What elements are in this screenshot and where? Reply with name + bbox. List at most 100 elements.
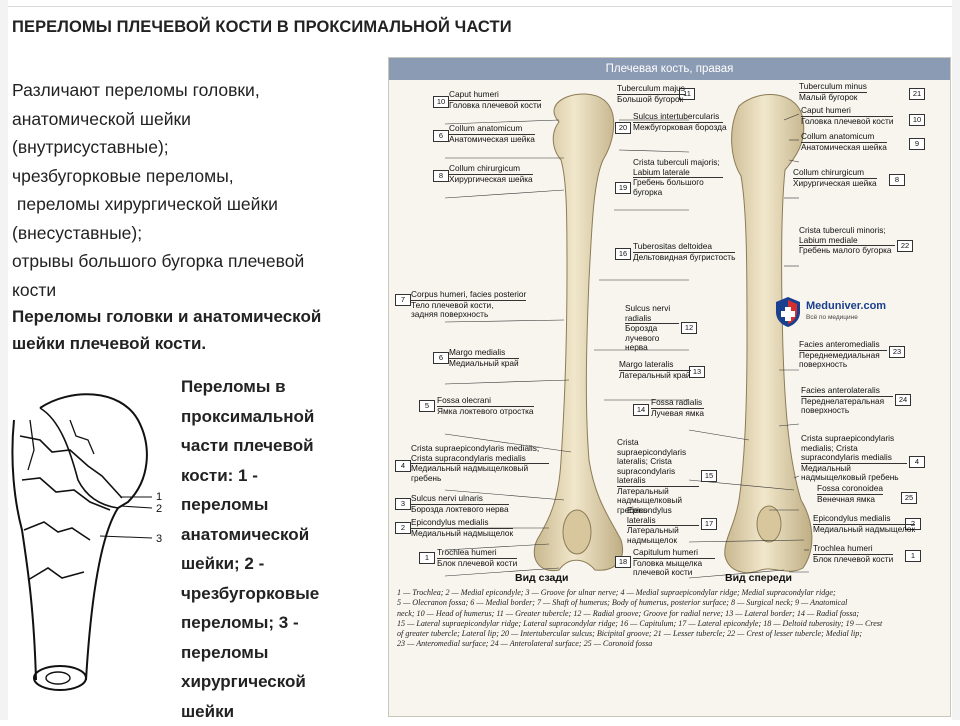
label-number: 1 xyxy=(905,550,921,562)
top-divider xyxy=(8,6,952,7)
label-number: 5 xyxy=(419,400,435,412)
caption-line: of greater tubercle; Lateral lip; 20 — I… xyxy=(397,629,945,639)
label-number: 10 xyxy=(433,96,449,108)
intro-line: чрезбугорковые переломы, xyxy=(12,162,392,191)
label-number: 25 xyxy=(901,492,917,504)
view-back-label: Вид сзади xyxy=(515,572,569,584)
humerus-posterior xyxy=(534,94,622,571)
legend-line: части плечевой xyxy=(181,431,366,461)
label-number: 22 xyxy=(897,240,913,252)
legend-line: шейки xyxy=(181,697,366,726)
sketch-label-3: 3 xyxy=(156,533,162,545)
label-number: 10 xyxy=(909,114,925,126)
intro-line: переломы хирургической шейки xyxy=(12,190,392,219)
sketch-fracture-3 xyxy=(22,478,110,510)
label-number: 18 xyxy=(615,556,631,568)
sketch-marrow xyxy=(46,672,70,684)
view-front-label: Вид спереди xyxy=(725,572,792,584)
sketch-fracture-4 xyxy=(24,522,90,540)
label-crista-tuberculi-minoris: Crista tuberculi minoris; Labium mediale… xyxy=(799,226,895,256)
sketch-crack-a xyxy=(70,420,94,454)
legend-line: чрезбугорковые xyxy=(181,579,366,609)
caption-line: 1 — Trochlea; 2 — Medial epicondyle; 3 —… xyxy=(397,588,945,598)
legend-line: хирургической xyxy=(181,667,366,697)
caption-line: 15 — Lateral supraepicondylar ridge; Lat… xyxy=(397,619,945,629)
sketch-shaft-end xyxy=(34,666,86,690)
intro-line: (внесуставные); xyxy=(12,219,392,248)
slide-title: ПЕРЕЛОМЫ ПЛЕЧЕВОЙ КОСТИ В ПРОКСИМАЛЬНОЙ … xyxy=(12,18,512,37)
label-number: 6 xyxy=(433,130,449,142)
intro-line: кости xyxy=(12,276,392,305)
legend-line: переломы; 3 - xyxy=(181,608,366,638)
intro-line: Различают переломы головки, xyxy=(12,76,392,105)
label-number: 15 xyxy=(701,470,717,482)
label-number: 9 xyxy=(909,138,925,150)
logo-text: Meduniver.com xyxy=(806,300,886,312)
legend-line: кости: 1 - xyxy=(181,461,366,491)
label-number: 8 xyxy=(889,174,905,186)
label-crista-medialis-front: Crista supraepicondylaris medialis; Cris… xyxy=(801,434,907,483)
sketch-label-1: 1 xyxy=(156,491,162,503)
legend-line: переломы xyxy=(181,490,366,520)
intro-line: анатомической шейки xyxy=(12,105,392,134)
label-number: 12 xyxy=(681,322,697,334)
caption-line: neck; 10 — Head of humerus; 11 — Greater… xyxy=(397,609,945,619)
atlas-caption: 1 — Trochlea; 2 — Medial epicondyle; 3 —… xyxy=(397,588,945,650)
label-number: 8 xyxy=(433,170,449,182)
humerus-fracture-sketch: 1 2 3 xyxy=(0,380,180,710)
label-number: 16 xyxy=(615,248,631,260)
legend-line: Переломы в xyxy=(181,372,366,402)
atlas-header: Плечевая кость, правая xyxy=(389,58,950,80)
label-number: 7 xyxy=(395,294,411,306)
fracture-legend: Переломы в проксимальной части плечевой … xyxy=(181,372,366,726)
label-crista-medialis: Crista supraepicondylaris medialis; Cris… xyxy=(411,444,549,483)
label-number: 1 xyxy=(419,552,435,564)
intro-line: отрывы большого бугорка плечевой xyxy=(12,247,392,276)
sketch-pointer-2 xyxy=(120,506,152,508)
label-number: 4 xyxy=(909,456,925,468)
label-number: 19 xyxy=(615,182,631,194)
sketch-shaft-inner xyxy=(86,508,118,680)
label-number: 24 xyxy=(895,394,911,406)
sketch-label-2: 2 xyxy=(156,503,162,515)
sketch-crack-b xyxy=(28,420,34,470)
label-crista-tuberculi-majoris: Crista tuberculi majoris; Labium lateral… xyxy=(633,158,723,197)
slide-right-margin xyxy=(952,0,960,720)
logo-subtitle: Всё по медицине xyxy=(806,314,858,321)
label-number: 13 xyxy=(689,366,705,378)
sketch-drawing: 1 2 3 xyxy=(0,380,180,710)
caption-line: 5 — Olecranon fossa; 6 — Medial border; … xyxy=(397,598,945,608)
atlas-figure: Плечевая кость, правая xyxy=(388,57,951,717)
label-number: 17 xyxy=(701,518,717,530)
label-number: 3 xyxy=(395,498,411,510)
label-crista-lateralis: Crista supraepicondylaris lateralis; Cri… xyxy=(617,438,699,515)
legend-line: шейки; 2 - xyxy=(181,549,366,579)
legend-line: переломы xyxy=(181,638,366,668)
intro-text: Различают переломы головки, анатомическо… xyxy=(12,76,392,304)
shield-icon xyxy=(774,296,802,328)
sketch-fracture-2 xyxy=(20,436,122,498)
legend-line: анатомической xyxy=(181,520,366,550)
